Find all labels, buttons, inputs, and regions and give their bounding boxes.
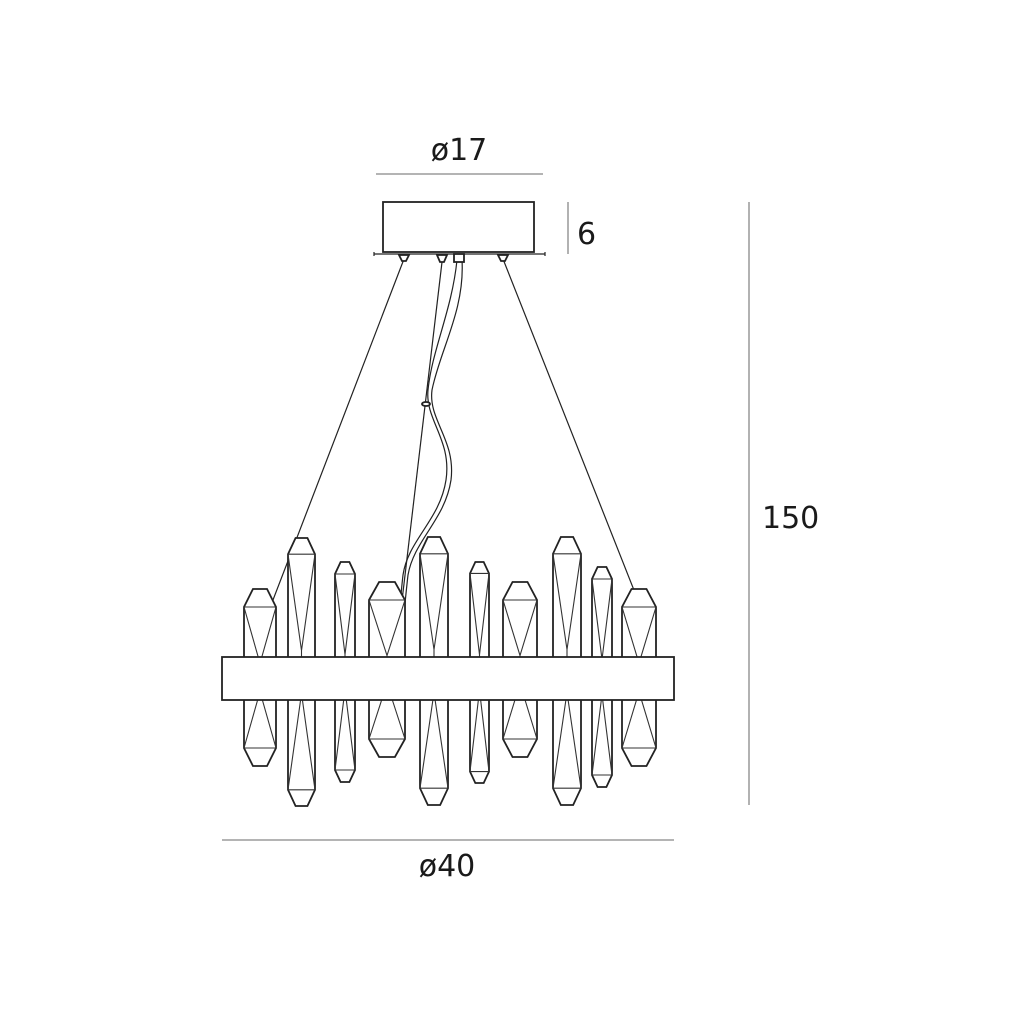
crystal-facets — [552, 553, 582, 789]
ring-diameter-label: ø40 — [419, 849, 476, 884]
metal-ring — [221, 656, 675, 701]
crystal-prisms — [243, 536, 657, 807]
total-height-label: 150 — [762, 501, 819, 536]
canopy-diameter-label: ø17 — [431, 133, 488, 168]
crystal-facets — [469, 572, 490, 773]
crystal-facets — [502, 599, 538, 740]
canopy-height-label: 6 — [577, 217, 596, 252]
ring-diameter-dimension: ø40 — [222, 839, 674, 884]
crystal-facets — [419, 553, 449, 789]
total-height-dimension: 150 — [748, 202, 819, 805]
crystal-facets — [334, 573, 356, 771]
crystal-facets — [287, 553, 316, 791]
ceiling-canopy — [373, 201, 546, 256]
crystal-facets — [368, 599, 406, 740]
cable-grippers — [397, 253, 510, 263]
suspension-cables — [247, 258, 646, 666]
canopy-diameter-dimension: ø17 — [376, 133, 543, 175]
canopy-height-dimension: 6 — [567, 202, 596, 254]
